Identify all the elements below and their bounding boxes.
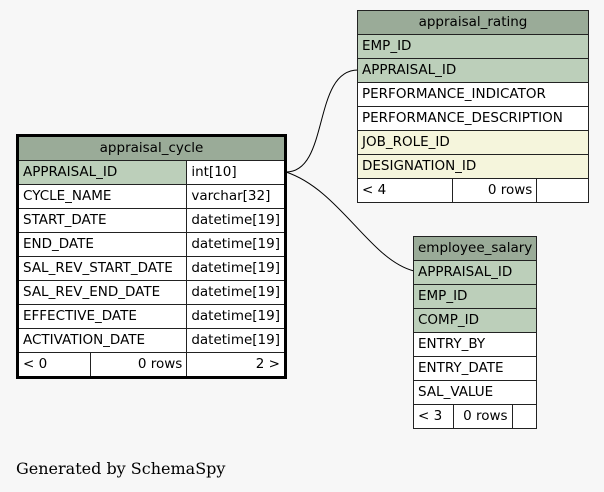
table-row: APPRAISAL_ID: [412, 260, 538, 285]
column-name: END_DATE: [16, 232, 188, 257]
table-employee-salary[interactable]: employee_salary APPRAISAL_ID EMP_ID COMP…: [412, 236, 538, 429]
column-name: APPRAISAL_ID: [16, 160, 188, 185]
table-row: START_DATE datetime[19]: [16, 208, 286, 233]
children-count: [511, 404, 538, 429]
column-name: PERFORMANCE_DESCRIPTION: [357, 106, 589, 131]
parents-count[interactable]: < 4: [357, 178, 453, 203]
row-count: 0 rows: [451, 178, 538, 203]
column-name: ENTRY_BY: [412, 332, 538, 357]
column-type: int[10]: [186, 160, 286, 185]
table-row: JOB_ROLE_ID: [357, 130, 589, 155]
table-row: ENTRY_DATE: [412, 356, 538, 381]
table-header: appraisal_rating: [357, 10, 589, 35]
column-name: APPRAISAL_ID: [412, 260, 538, 285]
column-name: START_DATE: [16, 208, 188, 233]
column-name: PERFORMANCE_INDICATOR: [357, 82, 589, 107]
table-title[interactable]: appraisal_rating: [357, 10, 589, 35]
table-row: CYCLE_NAME varchar[32]: [16, 184, 286, 209]
table-row: DESIGNATION_ID: [357, 154, 589, 179]
table-row: ENTRY_BY: [412, 332, 538, 357]
table-footer: < 4 0 rows: [357, 178, 589, 203]
row-count: 0 rows: [453, 404, 513, 429]
column-name: EFFECTIVE_DATE: [16, 304, 188, 329]
link-cycle-to-salary: [285, 171, 415, 272]
table-row: ACTIVATION_DATE datetime[19]: [16, 328, 286, 353]
column-type: datetime[19]: [186, 208, 286, 233]
column-name: COMP_ID: [412, 308, 538, 333]
row-count: 0 rows: [89, 352, 188, 378]
column-type: datetime[19]: [186, 232, 286, 257]
link-cycle-to-rating: [285, 69, 359, 173]
column-name: SAL_VALUE: [412, 380, 538, 405]
column-name: EMP_ID: [412, 284, 538, 309]
children-count: [536, 178, 589, 203]
column-name: SAL_REV_START_DATE: [16, 256, 188, 281]
table-header: employee_salary: [412, 236, 538, 261]
column-name: ENTRY_DATE: [412, 356, 538, 381]
table-row: EMP_ID: [357, 34, 589, 59]
table-title[interactable]: employee_salary: [412, 236, 538, 261]
table-footer: < 3 0 rows: [412, 404, 538, 429]
table-row: COMP_ID: [412, 308, 538, 333]
column-name: JOB_ROLE_ID: [357, 130, 589, 155]
column-name: APPRAISAL_ID: [357, 58, 589, 83]
parents-count[interactable]: < 3: [412, 404, 455, 429]
children-count[interactable]: 2 >: [186, 352, 286, 378]
generated-by-text: Generated by SchemaSpy: [16, 459, 226, 478]
table-row: SAL_REV_START_DATE datetime[19]: [16, 256, 286, 281]
column-type: datetime[19]: [186, 280, 286, 305]
table-row: END_DATE datetime[19]: [16, 232, 286, 257]
table-row: EFFECTIVE_DATE datetime[19]: [16, 304, 286, 329]
column-type: datetime[19]: [186, 328, 286, 353]
table-title[interactable]: appraisal_cycle: [17, 135, 286, 161]
table-row: SAL_REV_END_DATE datetime[19]: [16, 280, 286, 305]
table-header: appraisal_cycle: [17, 135, 286, 161]
table-row: PERFORMANCE_INDICATOR: [357, 82, 589, 107]
table-appraisal-rating[interactable]: appraisal_rating EMP_ID APPRAISAL_ID PER…: [357, 10, 589, 203]
table-row: SAL_VALUE: [412, 380, 538, 405]
column-name: CYCLE_NAME: [16, 184, 188, 209]
table-row: PERFORMANCE_DESCRIPTION: [357, 106, 589, 131]
table-appraisal-cycle[interactable]: appraisal_cycle APPRAISAL_ID int[10] CYC…: [16, 134, 287, 379]
column-type: datetime[19]: [186, 256, 286, 281]
table-row: APPRAISAL_ID int[10]: [16, 160, 286, 185]
parents-count[interactable]: < 0: [17, 352, 91, 378]
table-row: EMP_ID: [412, 284, 538, 309]
column-name: DESIGNATION_ID: [357, 154, 589, 179]
column-type: varchar[32]: [186, 184, 286, 209]
column-name: SAL_REV_END_DATE: [16, 280, 188, 305]
column-name: ACTIVATION_DATE: [16, 328, 188, 353]
table-footer: < 0 0 rows 2 >: [17, 352, 286, 378]
column-type: datetime[19]: [186, 304, 286, 329]
table-row: APPRAISAL_ID: [357, 58, 589, 83]
column-name: EMP_ID: [357, 34, 589, 59]
